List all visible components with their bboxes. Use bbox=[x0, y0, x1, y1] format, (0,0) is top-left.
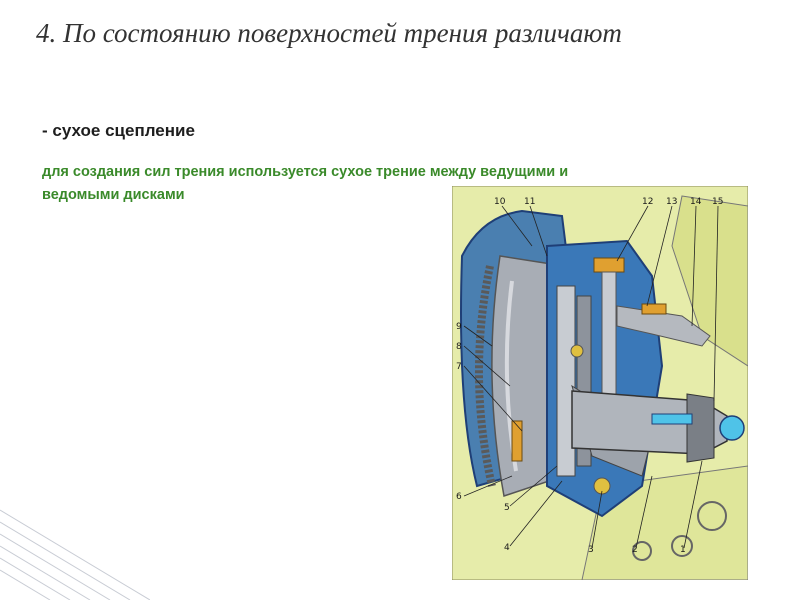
callout-4: 4 bbox=[504, 543, 510, 553]
clutch-drawing: 10 11 12 13 14 15 9 8 7 6 5 4 3 2 1 bbox=[452, 186, 748, 580]
callout-12: 12 bbox=[642, 197, 653, 207]
driven-disc bbox=[556, 285, 576, 477]
housing-bolt-2 bbox=[671, 535, 693, 557]
corner-decoration bbox=[0, 509, 150, 600]
damper-spring bbox=[511, 420, 523, 462]
callout-3: 3 bbox=[588, 545, 594, 555]
shaft-end-cap bbox=[719, 415, 745, 441]
lever-pad bbox=[641, 303, 667, 315]
callout-14: 14 bbox=[690, 197, 702, 207]
bearing-2 bbox=[593, 477, 611, 495]
callout-7: 7 bbox=[456, 362, 462, 372]
bearing-1 bbox=[570, 344, 584, 358]
callout-2: 2 bbox=[632, 545, 638, 555]
slide-title: 4. По состоянию поверхностей трения разл… bbox=[36, 18, 622, 48]
callout-6: 6 bbox=[456, 492, 462, 502]
housing-bolt-1 bbox=[697, 501, 727, 531]
slide-description: для создания сил трения используется сух… bbox=[42, 164, 569, 203]
shaft-gear bbox=[686, 393, 715, 463]
clutch-cutaway-illustration: 10 11 12 13 14 15 9 8 7 6 5 4 3 2 1 bbox=[452, 186, 748, 580]
ring-gear bbox=[474, 265, 496, 487]
callout-8: 8 bbox=[456, 342, 462, 352]
leader-lines bbox=[463, 205, 719, 549]
callout-5: 5 bbox=[504, 503, 510, 513]
housing-bolt-3 bbox=[632, 541, 652, 561]
callout-10: 10 bbox=[494, 197, 506, 207]
release-fork-shaft bbox=[601, 271, 617, 403]
callout-15: 15 bbox=[712, 197, 723, 207]
shaft-seal bbox=[651, 413, 693, 425]
callout-1: 1 bbox=[680, 545, 686, 555]
callout-13: 13 bbox=[666, 197, 677, 207]
callout-9: 9 bbox=[456, 322, 462, 332]
housing-upper-right bbox=[671, 195, 748, 367]
slide-subtitle: - сухое сцепление bbox=[42, 121, 195, 140]
release-lever bbox=[616, 305, 711, 347]
release-fork-top bbox=[593, 257, 625, 273]
callout-11: 11 bbox=[524, 197, 535, 207]
